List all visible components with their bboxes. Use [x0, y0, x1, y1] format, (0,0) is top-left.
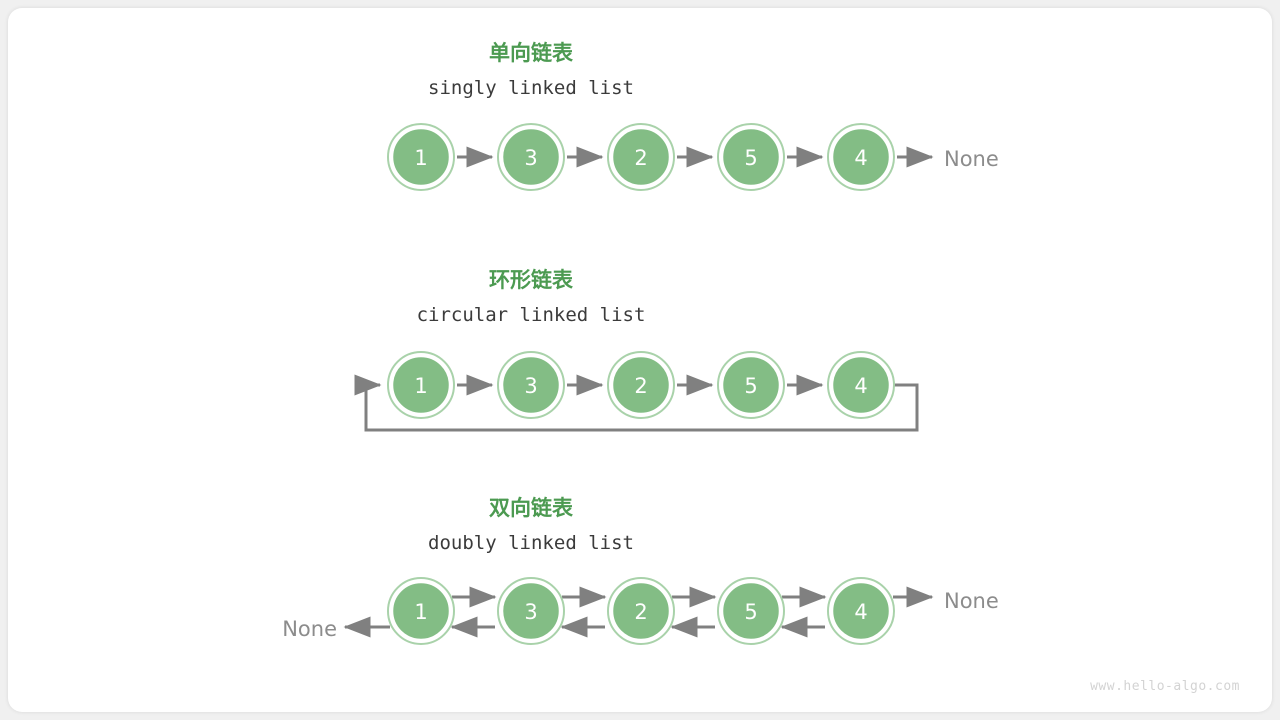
node-singly-2: 2 [607, 123, 675, 191]
node-doubly-1: 3 [497, 577, 565, 645]
node-label: 3 [524, 146, 537, 170]
node-label: 2 [634, 600, 647, 624]
watermark: www.hello-algo.com [1090, 679, 1240, 694]
node-label: 1 [414, 374, 427, 398]
node-label: 4 [854, 374, 867, 398]
section-title-cn-doubly: 双向链表 [489, 496, 574, 520]
node-circular-2: 2 [607, 351, 675, 419]
node-label: 2 [634, 146, 647, 170]
node-label: 1 [414, 600, 427, 624]
section-title-cn-circular: 环形链表 [489, 268, 574, 292]
node-doubly-4: 4 [827, 577, 895, 645]
node-doubly-3: 5 [717, 577, 785, 645]
node-label: 1 [414, 146, 427, 170]
terminator-none-tail-doubly: None [944, 589, 999, 613]
node-circular-4: 4 [827, 351, 895, 419]
section-title-en-circular: circular linked list [417, 304, 646, 326]
section-circular: 环形链表 circular linked list 1 3 [354, 268, 919, 432]
section-title-cn-singly: 单向链表 [489, 41, 574, 65]
node-singly-4: 4 [827, 123, 895, 191]
node-label: 5 [744, 600, 757, 624]
node-label: 4 [854, 600, 867, 624]
section-singly: 单向链表 singly linked list 1 3 2 [387, 41, 999, 191]
node-label: 3 [524, 374, 537, 398]
node-circular-3: 5 [717, 351, 785, 419]
node-singly-1: 3 [497, 123, 565, 191]
section-title-en-singly: singly linked list [428, 77, 634, 99]
node-label: 4 [854, 146, 867, 170]
node-singly-0: 1 [387, 123, 455, 191]
node-doubly-2: 2 [607, 577, 675, 645]
node-circular-0: 1 [387, 351, 455, 419]
node-label: 5 [744, 146, 757, 170]
node-label: 3 [524, 600, 537, 624]
node-label: 5 [744, 374, 757, 398]
terminator-none-tail-singly: None [944, 147, 999, 171]
node-singly-3: 5 [717, 123, 785, 191]
section-title-en-doubly: doubly linked list [428, 532, 634, 554]
node-label: 2 [634, 374, 647, 398]
node-doubly-0: 1 [387, 577, 455, 645]
node-circular-1: 3 [497, 351, 565, 419]
section-doubly: 双向链表 doubly linked list 1 3 [282, 496, 999, 645]
terminator-none-head-doubly: None [282, 617, 337, 641]
loop-back-path-circular [354, 374, 919, 432]
